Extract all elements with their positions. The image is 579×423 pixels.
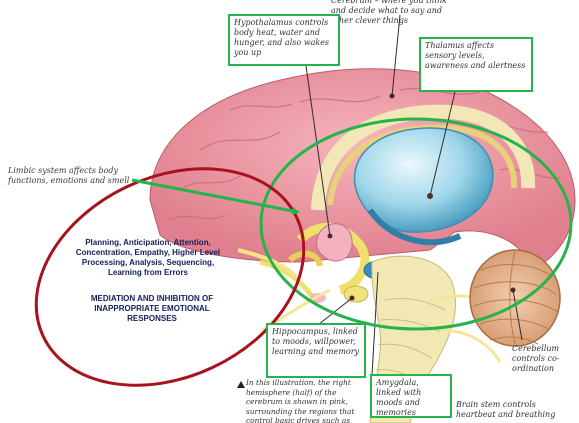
hippocampus-label: Hippocampus, linked to moods, willpower,… bbox=[266, 323, 366, 378]
brainstem-label: Brain stem controls heartbeat and breath… bbox=[456, 400, 577, 420]
hypothalamus-label: Hypothalamus controls body heat, water a… bbox=[228, 14, 340, 66]
thalamus-label: Thalamus affects sensory levels, awarene… bbox=[419, 37, 533, 92]
illustration-caption: In this illustration, the right hemisphe… bbox=[246, 378, 370, 423]
limbic-system-label: Limbic system affects body functions, em… bbox=[8, 166, 138, 186]
cerebrum-label: Cerebrum – where you think and decide wh… bbox=[331, 0, 449, 26]
caption-triangle-icon bbox=[237, 381, 245, 388]
executive-functions-note: Planning, Anticipation, Attention, Conce… bbox=[64, 238, 232, 278]
mediation-note: MEDIATION AND INHIBITION OF INAPPROPRIAT… bbox=[78, 294, 226, 324]
amygdala-label: Amygdala, linked with moods and memories bbox=[370, 374, 452, 418]
cerebellum-label: Cerebellum controls co-ordination bbox=[512, 344, 576, 374]
cerebellum-shape bbox=[470, 250, 560, 346]
